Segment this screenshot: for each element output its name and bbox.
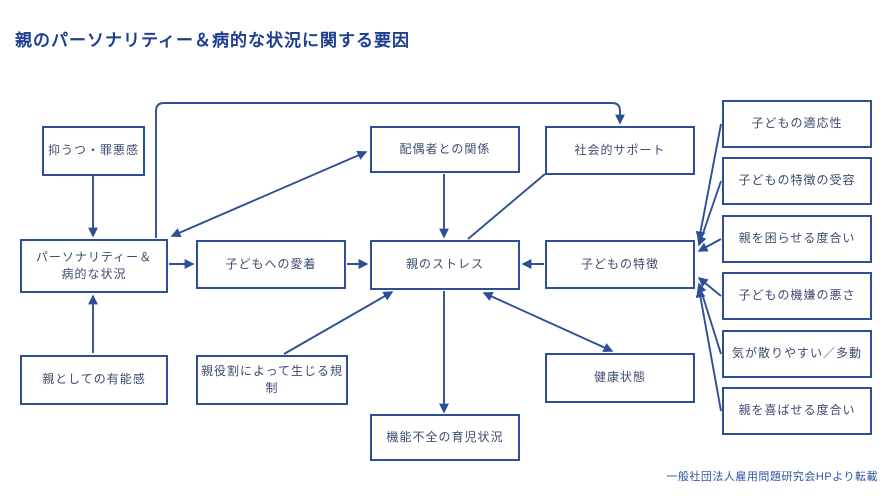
edge-degree-troubling-parent-to-child-characteristics: [697, 238, 722, 252]
edge-role-restriction-to-parental-stress: [283, 291, 394, 355]
edge-personality-pathology-to-social-support: [155, 102, 625, 238]
node-child-moodiness: 子どもの機嫌の悪さ: [722, 272, 872, 320]
node-social-support: 社会的サポート: [545, 126, 695, 175]
node-acceptance-of-child-traits: 子どもの特徴の受容: [722, 157, 872, 205]
node-spouse-relationship: 配偶者との関係: [370, 126, 520, 173]
edge-parental-stress-to-social-support: [467, 173, 546, 240]
edge-parental-stress-to-health-status: [482, 291, 614, 353]
node-personality-pathology: パーソナリティー＆ 病的な状況: [20, 239, 168, 293]
node-health-status: 健康状態: [545, 353, 695, 403]
source-credit: 一般社団法人雇用問題研究会HPより転載: [666, 471, 878, 483]
node-attachment-to-child: 子どもへの愛着: [196, 240, 346, 289]
page-title: 親のパーソナリティー＆病的な状況に関する要因: [15, 31, 410, 50]
node-depression-guilt: 抑うつ・罪悪感: [42, 126, 145, 176]
node-child-characteristics: 子どもの特徴: [545, 240, 695, 289]
edge-acceptance-of-child-traits-to-child-characteristics: [697, 180, 722, 247]
node-child-adaptability: 子どもの適応性: [722, 100, 872, 148]
edge-personality-pathology-to-spouse-relationship: [170, 150, 368, 238]
edge-child-adaptability-to-child-characteristics: [695, 123, 722, 242]
node-role-restriction: 親役割によって生じる規制: [196, 355, 348, 405]
node-parental-stress: 親のストレス: [370, 240, 520, 290]
edge-child-moodiness-to-child-characteristics: [697, 277, 722, 297]
edge-degree-pleasing-parent-to-child-characteristics: [695, 287, 722, 412]
node-dysfunctional-parenting: 機能不全の育児状況: [370, 414, 520, 461]
node-distractibility-hyperactivity: 気が散りやすい／多動: [722, 330, 872, 378]
node-parental-competence: 親としての有能感: [20, 355, 168, 405]
node-degree-troubling-parent: 親を困らせる度合い: [722, 215, 872, 263]
node-degree-pleasing-parent: 親を喜ばせる度合い: [722, 387, 872, 435]
